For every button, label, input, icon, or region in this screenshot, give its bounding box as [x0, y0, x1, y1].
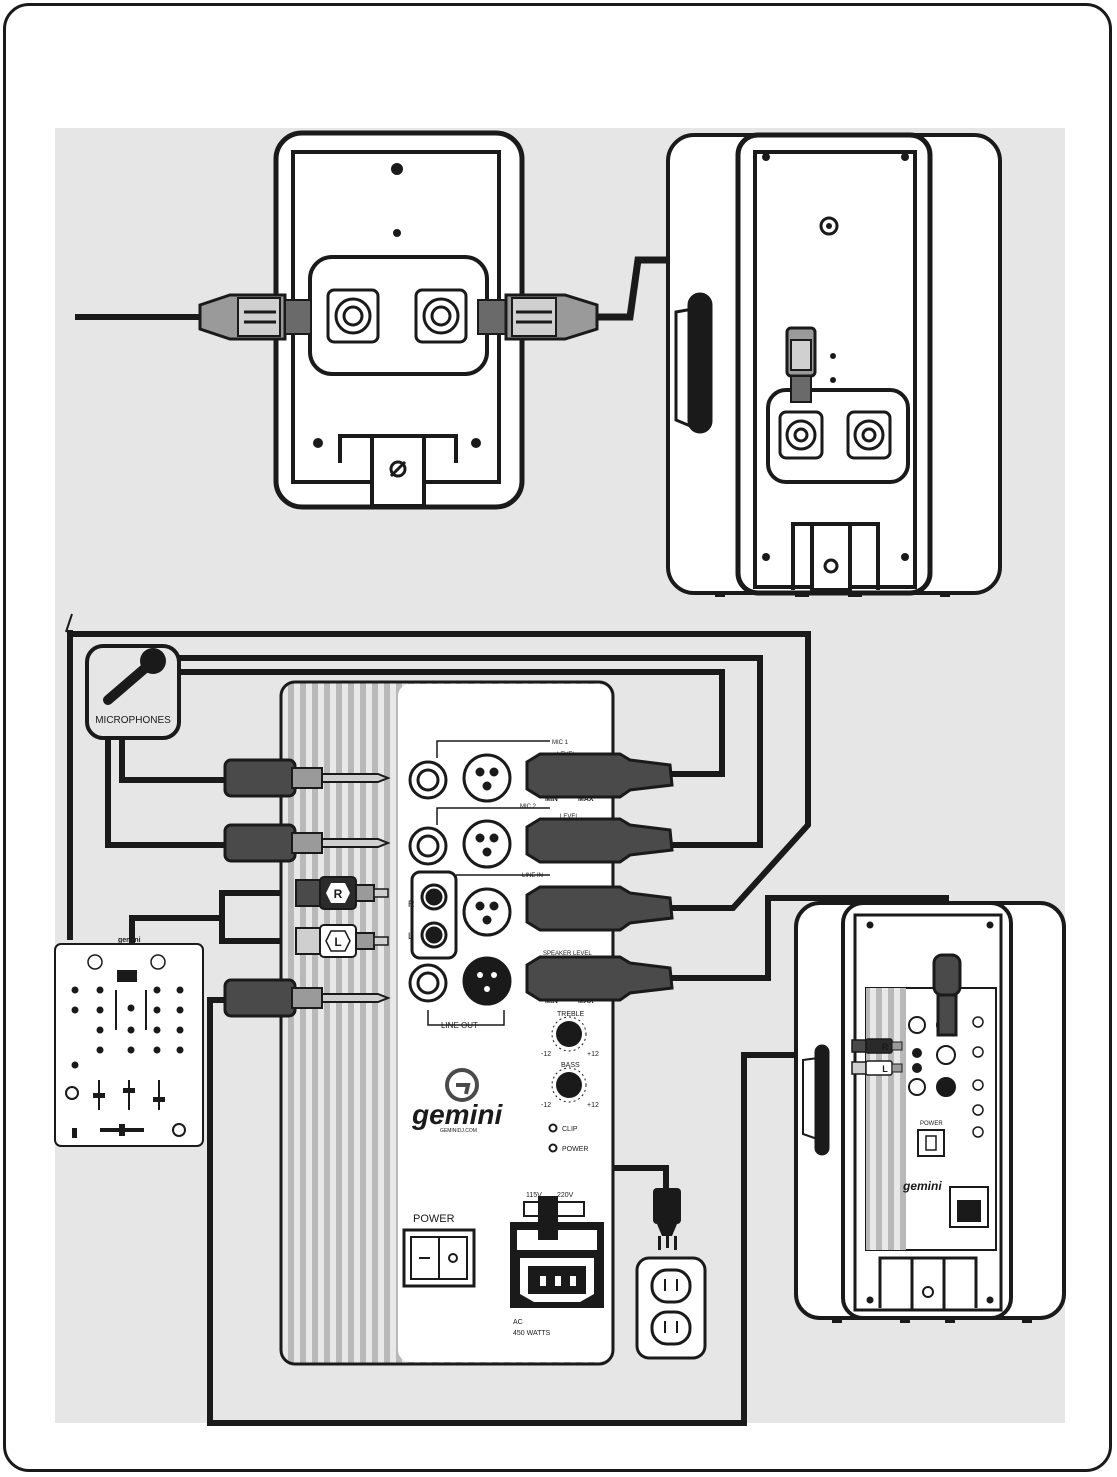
rca-plug-right: R — [295, 876, 389, 910]
mic2-xlr — [462, 819, 512, 869]
mic1-xlr — [462, 753, 512, 803]
microphone-icon — [103, 648, 166, 705]
jack-plugs — [223, 758, 391, 1018]
gemini-logo-icon — [445, 1068, 479, 1102]
power-plug-icon — [653, 1188, 681, 1250]
line-in-r-label: R — [408, 899, 415, 909]
ac-label: AC — [513, 1319, 523, 1326]
xlr-plugs — [525, 752, 674, 1002]
mic1-min-label: MIN — [545, 796, 558, 803]
speaker-level-label: SPEAKER LEVEL — [543, 951, 592, 957]
treble-label: TREBLE — [557, 1011, 585, 1018]
mic1-label: MIC 1 — [552, 740, 569, 746]
corner-mark — [65, 613, 73, 633]
rca-r-label: R — [334, 887, 343, 901]
small-amp-l-label: L — [882, 1064, 888, 1074]
voltage-right-label: 220V — [557, 1192, 574, 1199]
page-frame — [3, 3, 1112, 1472]
clip-led-label: CLIP — [562, 1126, 578, 1133]
bass-min: -12 — [541, 1102, 551, 1109]
wiring — [67, 630, 949, 1426]
power-switch-label: POWER — [413, 1213, 455, 1225]
power-led-label: POWER — [562, 1146, 588, 1153]
line-out-label: LINE OUT — [441, 1021, 478, 1030]
mic2-label: MIC 2 — [520, 804, 537, 810]
small-amp-power-label: POWER — [920, 1121, 943, 1127]
small-amp-xlr-plug — [932, 953, 962, 1037]
mic1-max-label: MAX — [578, 796, 594, 803]
microphones-label: MICROPHONES — [95, 715, 171, 726]
bass-label: BASS — [561, 1062, 580, 1069]
treble-min: -12 — [541, 1051, 551, 1058]
small-amp-brand: gemini — [902, 1179, 942, 1193]
power-led — [548, 1143, 558, 1153]
bass-knob[interactable] — [551, 1067, 587, 1103]
rca-l-label: L — [334, 935, 341, 949]
rca-plug-left: L — [295, 924, 389, 958]
passive-speaker-rear — [273, 130, 525, 510]
brand-name: gemini — [411, 1099, 503, 1130]
active-speaker-rear-top — [666, 132, 1002, 597]
wall-outlet — [635, 1256, 707, 1360]
treble-knob[interactable] — [551, 1016, 587, 1052]
speakon-cable-in — [75, 293, 312, 341]
small-amp-r-label: R — [882, 1042, 889, 1052]
line-in-xlr — [462, 887, 512, 937]
treble-max: +12 — [587, 1051, 599, 1058]
power-switch[interactable] — [402, 1228, 476, 1288]
amplifier-panel: MIC 1 LEVEL MIN MAX MIC 2 LEVEL LINE IN … — [279, 680, 615, 1366]
line-out-xlr — [462, 956, 512, 1006]
watts-label: 450 WATTS — [513, 1330, 551, 1337]
small-amp-rca-plugs: R L — [851, 1038, 903, 1076]
power-plug-body — [538, 1196, 558, 1240]
line-in-l-label: L — [408, 931, 413, 941]
mic2-level-label: LEVEL — [560, 814, 579, 820]
active-speaker-rear-bottom — [794, 901, 1066, 1323]
mixer-brand: gemini — [118, 937, 141, 944]
bass-max: +12 — [587, 1102, 599, 1109]
microphones-badge: MICROPHONES — [85, 644, 181, 740]
line-in-label: LINE IN — [522, 873, 543, 879]
brand-website: GEMINIDJ.COM — [440, 1128, 477, 1134]
speakon-plug-top — [785, 326, 817, 403]
voltage-left-label: 115V — [526, 1192, 542, 1199]
clip-led — [548, 1123, 558, 1133]
dj-mixer: gemini — [54, 937, 204, 1147]
